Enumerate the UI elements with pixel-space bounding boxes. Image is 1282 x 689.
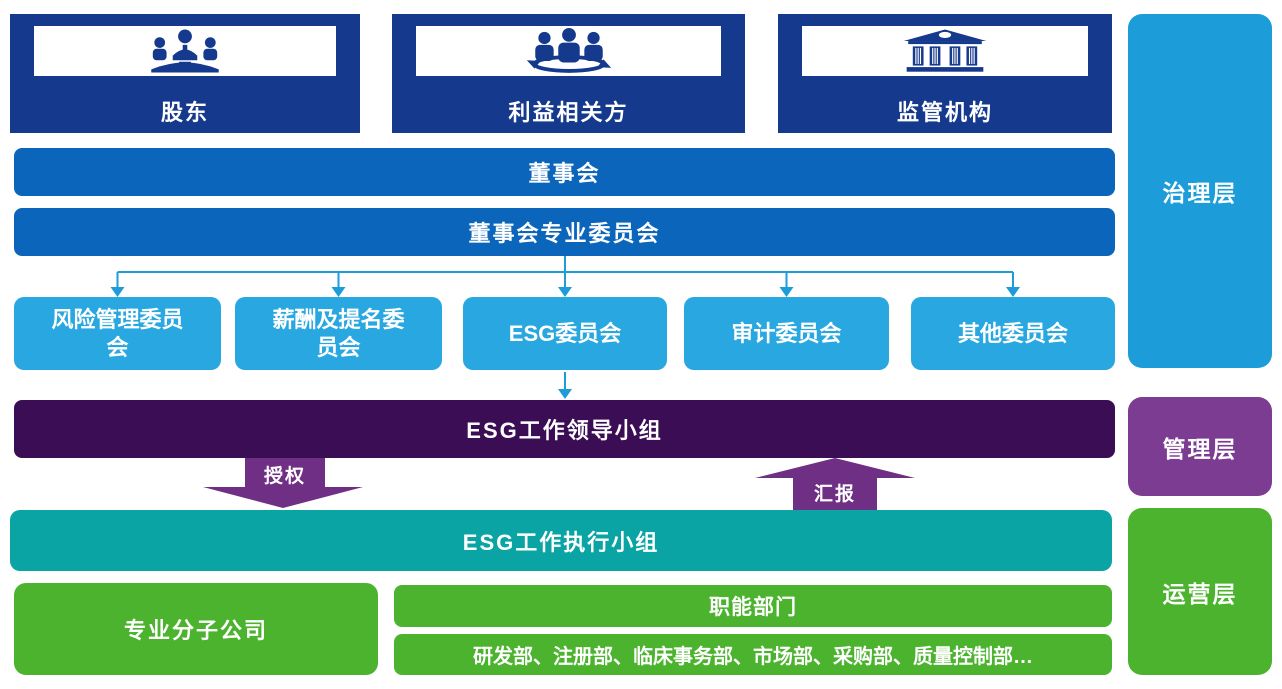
stakeholder-group-icon <box>526 28 611 73</box>
board-bar: 董事会 <box>14 148 1115 196</box>
stakeholder-label: 利益相关方 <box>508 99 629 125</box>
departments-list-bar: 研发部、注册部、临床事务部、市场部、采购部、质量控制部… <box>394 634 1112 675</box>
board-label: 董事会 <box>528 161 601 186</box>
committee-audit: 审计委员会 <box>684 297 889 370</box>
government-building-icon <box>903 29 987 72</box>
departments-list-label: 研发部、注册部、临床事务部、市场部、采购部、质量控制部… <box>473 646 1033 668</box>
icon-strip <box>802 26 1088 76</box>
layer-operations: 运营层 <box>1128 508 1272 675</box>
committee-remuneration-nomination: 薪酬及提名委员会 <box>235 297 442 370</box>
stakeholder-box-stakeholders: 利益相关方 <box>392 14 745 133</box>
board-committees-bar: 董事会专业委员会 <box>14 208 1115 256</box>
stakeholder-label: 监管机构 <box>896 99 993 125</box>
board-committees-label: 董事会专业委员会 <box>468 221 661 246</box>
layer-operations-label: 运营层 <box>1162 580 1238 607</box>
report-arrow-label: 汇报 <box>813 484 856 505</box>
committee-label: ESG委员会 <box>508 320 622 346</box>
stakeholder-box-regulators: 监管机构 <box>778 14 1112 133</box>
icon-strip <box>34 26 336 76</box>
committee-other: 其他委员会 <box>911 297 1115 370</box>
layer-management-label: 管理层 <box>1162 435 1238 462</box>
stakeholder-label: 股东 <box>160 99 209 125</box>
authorize-arrow-label: 授权 <box>263 466 306 487</box>
layer-management: 管理层 <box>1128 397 1272 496</box>
subsidiaries-label: 专业分子公司 <box>123 618 268 643</box>
icon-strip <box>416 26 721 76</box>
meeting-table-icon <box>151 29 219 73</box>
esg-executive-group-label: ESG工作执行小组 <box>462 529 660 555</box>
committee-label: 其他委员会 <box>957 320 1068 346</box>
committee-esg: ESG委员会 <box>463 297 667 370</box>
committee-label: 审计委员会 <box>731 320 842 346</box>
layer-governance: 治理层 <box>1128 14 1272 368</box>
functional-departments-label: 职能部门 <box>709 596 797 619</box>
layer-governance-label: 治理层 <box>1162 180 1238 206</box>
committee-risk: 风险管理委员会 <box>14 297 221 370</box>
stakeholder-box-shareholders: 股东 <box>10 14 360 133</box>
subsidiaries-box: 专业分子公司 <box>14 583 378 675</box>
functional-departments-bar: 职能部门 <box>394 585 1112 627</box>
committee-label: 薪酬及提名委员会 <box>272 307 405 360</box>
esg-executive-group-bar: ESG工作执行小组 <box>10 510 1112 571</box>
committee-label: 风险管理委员会 <box>51 307 184 360</box>
esg-leading-group-label: ESG工作领导小组 <box>466 418 663 443</box>
esg-leading-group-bar: ESG工作领导小组 <box>14 400 1115 458</box>
